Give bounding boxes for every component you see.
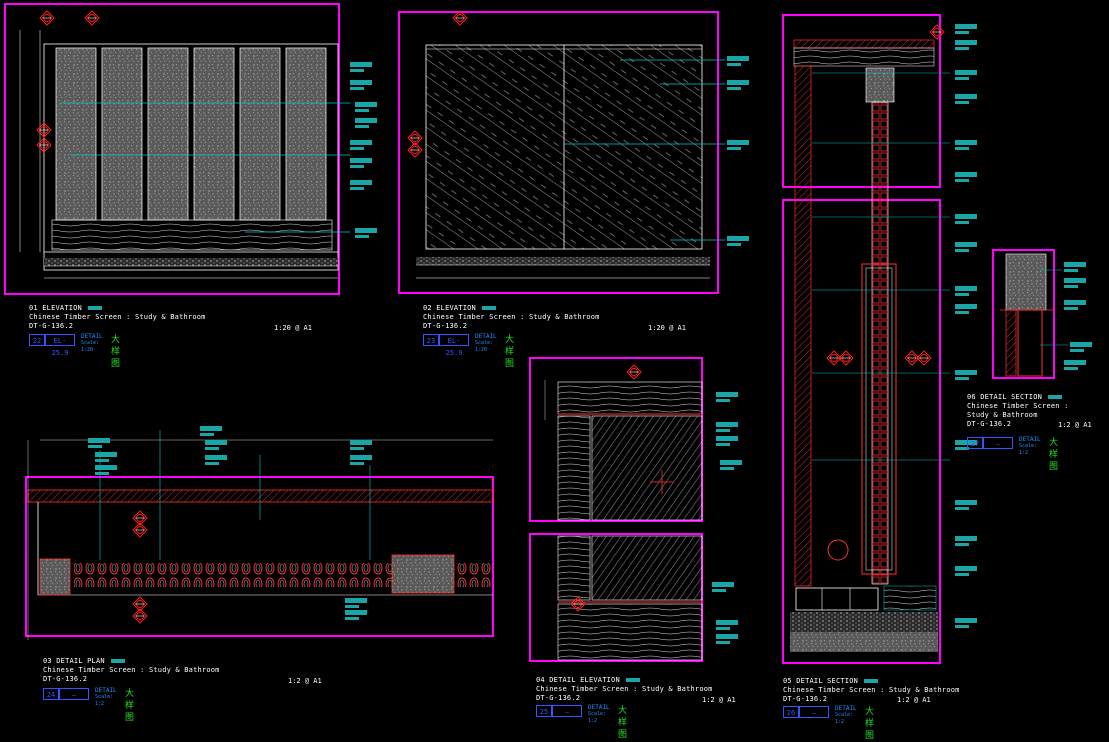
detail-label: DETAIL xyxy=(475,333,497,340)
tag-number: 26 xyxy=(783,706,799,718)
detail-scale: Scale: 1:2 xyxy=(95,694,114,707)
tag-reference: — xyxy=(552,705,582,717)
detail-plan-03 xyxy=(25,426,494,640)
drawing-code: DT-G-136.2 xyxy=(423,322,468,330)
title-block-02: 02 ELEVATION Chinese Timber Screen : Stu… xyxy=(423,304,600,331)
detail-chinese-label: 大样图 xyxy=(618,706,628,740)
tag-number: 27 xyxy=(967,437,983,449)
detail-section-05 xyxy=(782,14,977,664)
drawing-subtitle-line2: Study & Bathroom xyxy=(967,411,1038,419)
drawing-code: DT-G-136.2 xyxy=(783,695,828,703)
tag-reference: EL-25.9 xyxy=(439,334,469,357)
title-block-03: 03 DETAIL PLAN Chinese Timber Screen : S… xyxy=(43,657,220,684)
tag-reference: EL-25.9 xyxy=(45,334,75,357)
drawing-scale: 1:2 @ A1 xyxy=(1058,421,1092,429)
tag-number: 23 xyxy=(423,334,439,346)
tag-number: 24 xyxy=(43,688,59,700)
title-block-06: 06 DETAIL SECTION Chinese Timber Screen … xyxy=(967,393,1069,429)
drawing-code: DT-G-136.2 xyxy=(967,420,1012,428)
tag-reference: — xyxy=(59,688,89,700)
detail-scale: Scale: 1:2 xyxy=(835,712,854,725)
detail-scale: Scale: 1:20 xyxy=(475,340,494,353)
drawing-scale: 1:20 @ A1 xyxy=(648,324,686,332)
detail-label: DETAIL xyxy=(81,333,103,340)
drawing-code: DT-G-136.2 xyxy=(43,675,88,683)
detail-label: DETAIL xyxy=(95,687,117,694)
detail-scale: Scale: 1:2 xyxy=(588,711,607,724)
detail-section-06 xyxy=(992,249,1092,379)
drawing-scale: 1:20 @ A1 xyxy=(274,324,312,332)
drawing-title: 04 DETAIL ELEVATION xyxy=(536,676,620,684)
drawing-subtitle: Chinese Timber Screen : xyxy=(967,402,1069,410)
detail-label: DETAIL xyxy=(1019,436,1041,443)
detail-chinese-label: 大样图 xyxy=(505,335,515,369)
screen-panels xyxy=(55,47,327,221)
detail-chinese-label: 大样图 xyxy=(1049,438,1059,472)
title-block-01: 01 ELEVATION Chinese Timber Screen : Stu… xyxy=(29,304,206,331)
drawing-scale: 1:2 @ A1 xyxy=(702,696,736,704)
drawing-title: 02 ELEVATION xyxy=(423,304,476,312)
detail-chinese-label: 大样图 xyxy=(865,707,875,741)
drawing-subtitle: Chinese Timber Screen : Study & Bathroom xyxy=(29,313,206,321)
drawing-subtitle: Chinese Timber Screen : Study & Bathroom xyxy=(43,666,220,674)
drawing-title: 06 DETAIL SECTION xyxy=(967,393,1043,401)
tag-reference: — xyxy=(799,706,829,718)
elevation-01 xyxy=(4,3,377,295)
tag-reference: — xyxy=(983,437,1013,449)
detail-label: DETAIL xyxy=(588,704,610,711)
elevation-02 xyxy=(398,10,749,294)
detail-scale: Scale: 1:2 xyxy=(1019,443,1038,456)
title-block-05: 05 DETAIL SECTION Chinese Timber Screen … xyxy=(783,677,960,704)
detail-chinese-label: 大样图 xyxy=(111,335,121,369)
detail-chinese-label: 大样图 xyxy=(125,689,135,723)
detail-scale: Scale: 1:20 xyxy=(81,340,100,353)
detail-elevation-04 xyxy=(529,357,742,662)
cad-drawing-sheet xyxy=(4,3,1092,664)
drawing-subtitle: Chinese Timber Screen : Study & Bathroom xyxy=(536,685,713,693)
drawing-code: DT-G-136.2 xyxy=(29,322,74,330)
drawing-title: 03 DETAIL PLAN xyxy=(43,657,105,665)
drawing-scale: 1:2 @ A1 xyxy=(897,696,931,704)
drawing-title: 01 ELEVATION xyxy=(29,304,82,312)
drawing-subtitle: Chinese Timber Screen : Study & Bathroom xyxy=(783,686,960,694)
drawing-title: 05 DETAIL SECTION xyxy=(783,677,859,685)
tag-number: 25 xyxy=(536,705,552,717)
drawing-scale: 1:2 @ A1 xyxy=(288,677,322,685)
detail-label: DETAIL xyxy=(835,705,857,712)
title-block-04: 04 DETAIL ELEVATION Chinese Timber Scree… xyxy=(536,676,713,703)
drawing-subtitle: Chinese Timber Screen : Study & Bathroom xyxy=(423,313,600,321)
drawing-code: DT-G-136.2 xyxy=(536,694,581,702)
tag-number: 22 xyxy=(29,334,45,346)
